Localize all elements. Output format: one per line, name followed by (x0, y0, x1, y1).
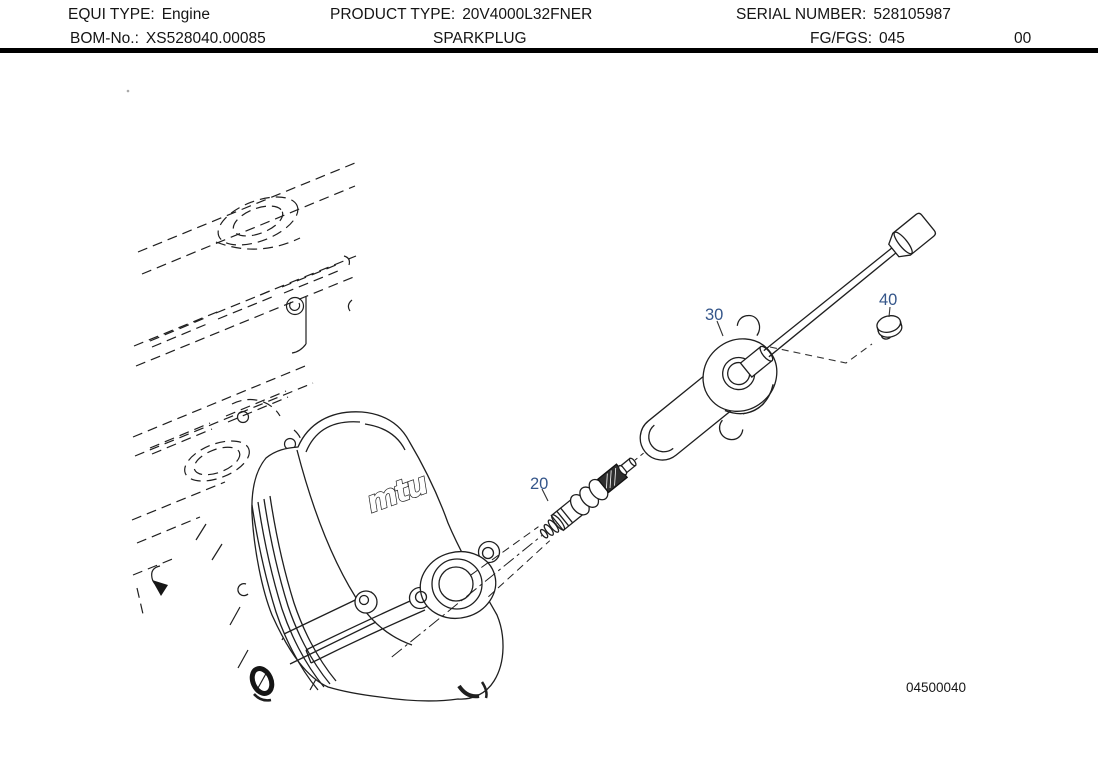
sparkplug-part (539, 457, 637, 539)
header-row-1: EQUI TYPE: Engine PRODUCT TYPE: 20V4000L… (0, 6, 1098, 26)
equi-type-field: EQUI TYPE: Engine (68, 6, 210, 24)
fg-value: 045 (879, 30, 905, 47)
product-type-field: PRODUCT TYPE: 20V4000L32FNER (330, 6, 592, 24)
revision-value: 00 (1014, 30, 1032, 47)
page-mark (126, 89, 130, 93)
fg-label: FG/FGS: (810, 30, 872, 47)
callout-20: 20 (530, 475, 548, 493)
product-type-label: PRODUCT TYPE: (330, 6, 456, 23)
screw-part (876, 315, 903, 340)
drawing-number: 04500040 (906, 680, 966, 695)
bom-value: XS528040.00085 (145, 30, 266, 47)
engine-block-details (151, 255, 353, 596)
bom-label: BOM-No.: (70, 30, 139, 47)
part-name: SPARKPLUG (433, 30, 527, 47)
cable-boot-part (888, 212, 937, 258)
equi-type-label: EQUI TYPE: (68, 6, 155, 23)
serial-number-label: SERIAL NUMBER: (736, 6, 867, 23)
product-type-value: 20V4000L32FNER (462, 6, 593, 23)
fg-field: FG/FGS: 045 (810, 30, 905, 48)
header-divider (0, 48, 1098, 53)
callout-40: 40 (879, 291, 897, 309)
callout-30: 30 (705, 306, 723, 324)
engine-block-art (131, 162, 357, 691)
connector-part (702, 314, 778, 441)
header-row-2: BOM-No.: XS528040.00085 SPARKPLUG FG/FGS… (0, 30, 1098, 50)
equi-type-value: Engine (161, 6, 210, 23)
serial-number-field: SERIAL NUMBER: 528105987 (736, 6, 951, 24)
ignition-cable-part (763, 247, 897, 358)
sparkplug-assembly-art (391, 212, 937, 658)
valve-cover-art (237, 411, 504, 702)
leader-lines (541, 306, 891, 502)
serial-number-value: 528105987 (873, 6, 951, 23)
bom-field: BOM-No.: XS528040.00085 (70, 30, 266, 48)
